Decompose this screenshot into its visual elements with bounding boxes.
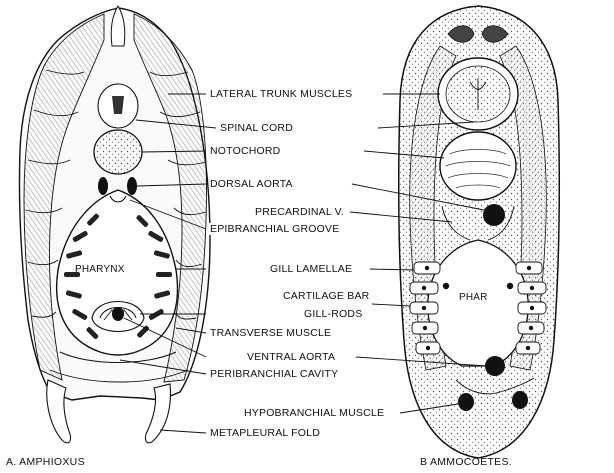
label-gill-lamellae: GILL LAMELLAE	[269, 263, 353, 275]
label-metapleural-fold: METAPLEURAL FOLD	[209, 427, 321, 439]
amphioxus-endostyle	[92, 302, 144, 332]
label-hypobranchial-muscle: HYPOBRANCHIAL MUSCLE	[243, 407, 385, 419]
label-peribranchial-cavity: PERIBRANCHIAL CAVITY	[209, 368, 339, 380]
ammocoetes-notochord	[440, 132, 516, 200]
label-spinal-cord: SPINAL CORD	[219, 122, 294, 134]
label-gill-rods: GILL-RODS	[303, 308, 363, 320]
amphioxus-section	[19, 6, 210, 443]
label-cartilage-bar: CARTILAGE BAR	[282, 290, 370, 302]
label-precardinal-v: PRECARDINAL V.	[254, 206, 345, 218]
label-dorsal-aorta: DORSAL AORTA	[209, 178, 294, 190]
amphioxus-notochord	[94, 130, 142, 174]
label-ventral-aorta: VENTRAL AORTA	[246, 351, 336, 363]
amphioxus-dorsal-aorta-left	[98, 177, 108, 195]
caption-ammocoetes: B AMMOCOETES.	[420, 456, 512, 468]
label-lateral-trunk-muscles: LATERAL TRUNK MUSCLES	[209, 88, 353, 100]
ammocoetes-ventral-aorta	[485, 356, 505, 376]
amphioxus-dorsal-aorta-right	[127, 177, 137, 195]
label-phar: PHAR	[458, 292, 489, 304]
label-epibranchial-groove: EPIBRANCHIAL GROOVE	[209, 223, 340, 235]
ammocoetes-section	[399, 6, 559, 458]
label-transverse-muscle: TRANSVERSE MUSCLE	[209, 327, 332, 339]
ammocoetes-dorsal-aorta	[483, 204, 505, 226]
label-notochord: NOTOCHORD	[209, 145, 281, 157]
caption-amphioxus: A. AMPHIOXUS	[6, 456, 85, 468]
label-pharynx: PHARYNX	[74, 264, 126, 276]
